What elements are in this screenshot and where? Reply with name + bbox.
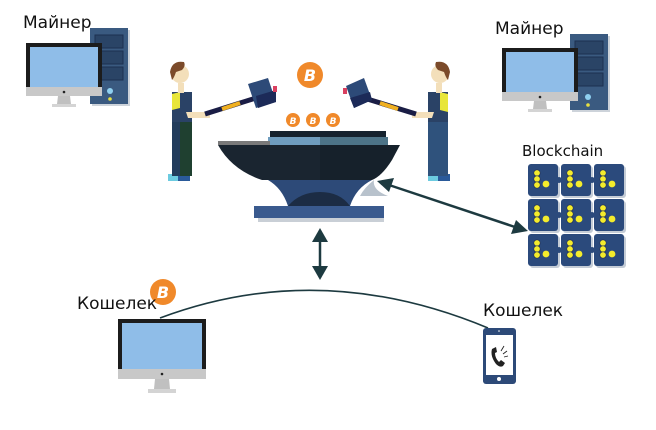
blockchain-block	[561, 199, 595, 233]
miner-label-right: Майнер	[495, 19, 564, 39]
monitor-icon	[26, 43, 102, 107]
bitcoin-coin: B	[286, 113, 300, 127]
bitcoin-coin-wallet: B	[150, 279, 176, 305]
phone-call-icon	[491, 345, 509, 367]
blockchain-block	[528, 164, 562, 198]
blockchain-block	[594, 199, 626, 233]
bitcoin-coin: B	[326, 113, 340, 127]
blockchain-label: Blockchain	[522, 142, 604, 160]
blockchain-grid	[528, 164, 626, 268]
wallet-computer	[118, 319, 206, 393]
svg-text:B: B	[330, 117, 337, 127]
svg-text:B: B	[310, 117, 317, 127]
wallet-phone	[483, 328, 516, 384]
double-arrow-diagonal	[377, 178, 528, 234]
miner-computer-left	[26, 28, 130, 107]
pc-tower-icon	[570, 34, 610, 112]
wallet-label-right: Кошелек	[483, 301, 564, 321]
svg-text:B: B	[157, 283, 169, 302]
blockchain-block	[528, 199, 562, 233]
anvil-icon	[218, 131, 400, 222]
miner-label-left: Майнер	[23, 13, 92, 33]
wallet-connection-line	[159, 289, 489, 329]
blockchain-block	[561, 164, 595, 198]
svg-text:B: B	[290, 117, 297, 127]
blockchain-block	[561, 234, 595, 268]
blockchain-block	[594, 234, 626, 268]
bitcoin-coin: B	[306, 113, 320, 127]
hammer-icon	[204, 78, 277, 117]
monitor-icon	[502, 48, 578, 112]
miner-computer-right	[502, 34, 610, 112]
hammer-icon	[343, 78, 417, 117]
worker-left	[168, 61, 277, 181]
wallet-label-left: Кошелек	[77, 294, 158, 314]
blockchain-block	[594, 164, 626, 198]
blockchain-block	[528, 234, 562, 268]
worker-right	[343, 61, 450, 181]
svg-text:B: B	[304, 66, 316, 85]
double-arrow-vertical	[312, 228, 328, 280]
bitcoin-coin-large: B	[297, 62, 323, 88]
